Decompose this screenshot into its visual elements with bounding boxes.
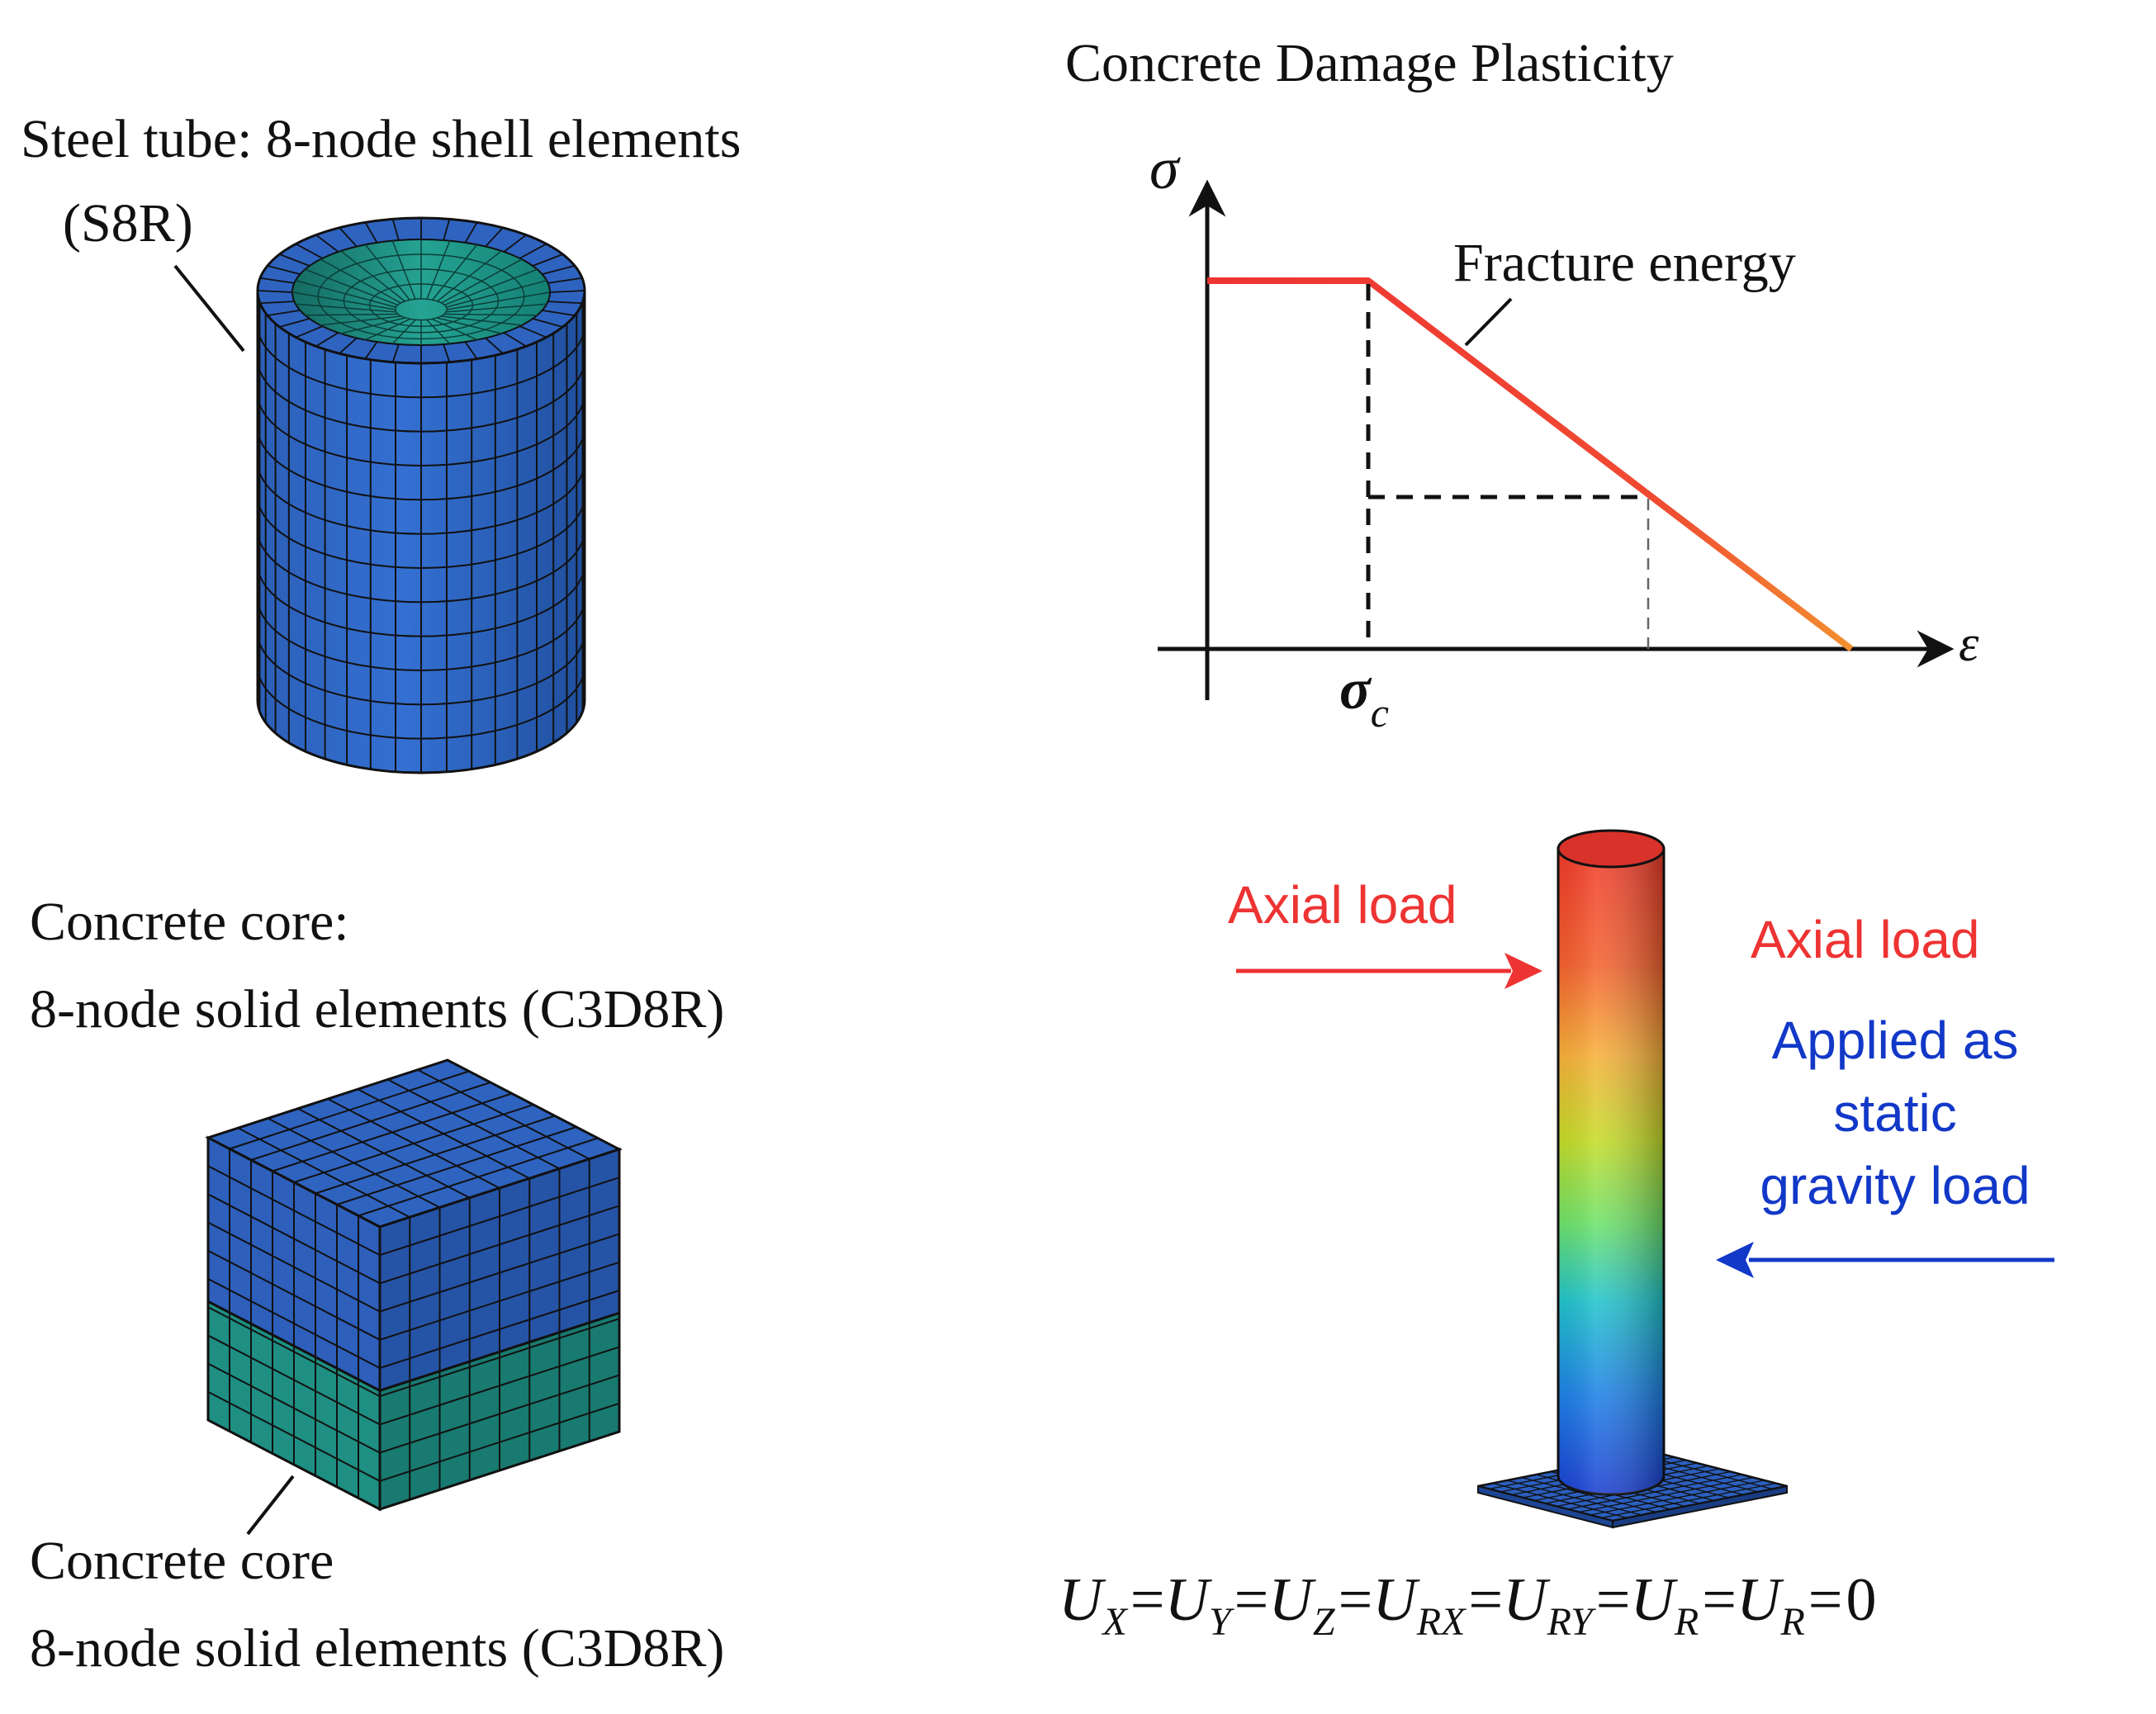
bc-term-sub-4: RY	[1547, 1600, 1596, 1644]
cdp-fracture-energy-label: Fracture energy	[1453, 233, 1796, 293]
bc-equals-4: =	[1596, 1566, 1631, 1634]
steel-tube-mesh	[256, 216, 586, 774]
cdp-x-axis-symbol: ε	[1959, 616, 1979, 672]
axial-load-right-label: Axial load	[1751, 910, 1980, 969]
boundary-condition-equation: UX=UY=UZ=URX=URY=UR=UR=0	[1059, 1566, 1877, 1644]
bc-term-2: U	[1268, 1566, 1316, 1634]
column-top-cap	[1557, 829, 1666, 869]
applied-as-label: Applied as	[1772, 1011, 2019, 1070]
cdp-y-axis-symbol: σ	[1149, 135, 1181, 201]
cdp-fracture-energy-leader	[1464, 297, 1513, 347]
bc-term-sub-0: X	[1101, 1600, 1128, 1644]
steel-tube-leader-line	[173, 264, 245, 353]
concrete-cube-leader-line	[246, 1475, 295, 1536]
bc-equals-1: =	[1234, 1566, 1269, 1634]
cdp-chart-title: Concrete Damage Plasticity	[1065, 33, 1674, 93]
bc-equals-6: =	[1808, 1566, 1843, 1634]
gravity-load-arrow	[1716, 1242, 2054, 1278]
cdp-tick-label-sub: c	[1371, 689, 1389, 736]
concrete-core-bottom-label-line1: Concrete core	[30, 1531, 334, 1591]
bc-term-1: U	[1165, 1566, 1213, 1634]
bc-equals-2: =	[1339, 1566, 1373, 1634]
axial-load-left-label: Axial load	[1228, 875, 1457, 935]
bc-term-5: U	[1630, 1566, 1678, 1634]
bc-term-3: U	[1372, 1566, 1420, 1634]
steel-tube-label-line2: (S8R)	[63, 193, 193, 253]
bc-equals-3: =	[1468, 1566, 1503, 1634]
concrete-cube-mesh	[205, 1058, 623, 1512]
bc-zero: 0	[1846, 1566, 1877, 1634]
bc-term-sub-2: Z	[1313, 1600, 1336, 1644]
steel-tube-label-line1: Steel tube: 8-node shell elements	[21, 109, 741, 169]
bc-term-0: U	[1059, 1566, 1106, 1634]
axial-load-left-arrow	[1236, 953, 1542, 989]
bc-term-4: U	[1503, 1566, 1551, 1634]
column-model	[1557, 829, 1666, 1496]
bc-term-sub-5: R	[1674, 1600, 1699, 1644]
bc-term-6: U	[1737, 1566, 1784, 1634]
bc-term-sub-3: RX	[1416, 1600, 1467, 1644]
bc-equals-0: =	[1130, 1566, 1165, 1634]
concrete-core-label-line2: 8-node solid elements (C3D8R)	[30, 979, 724, 1039]
bc-equals-5: =	[1702, 1566, 1737, 1634]
concrete-core-label-line1: Concrete core:	[30, 892, 349, 952]
gravity-load-label: gravity load	[1760, 1156, 2030, 1215]
cdp-stress-strain-curve	[1207, 277, 1854, 652]
concrete-core-bottom-label-line2: 8-node solid elements (C3D8R)	[30, 1618, 724, 1678]
bc-term-sub-1: Y	[1209, 1600, 1234, 1644]
cdp-tick-label-main: σ	[1339, 658, 1372, 722]
cdp-chart: σ ε σc Fracture energy	[1149, 135, 1979, 736]
bc-term-sub-6: R	[1779, 1600, 1804, 1644]
static-label: static	[1833, 1083, 1956, 1143]
cdp-tick-label: σc	[1339, 658, 1389, 736]
